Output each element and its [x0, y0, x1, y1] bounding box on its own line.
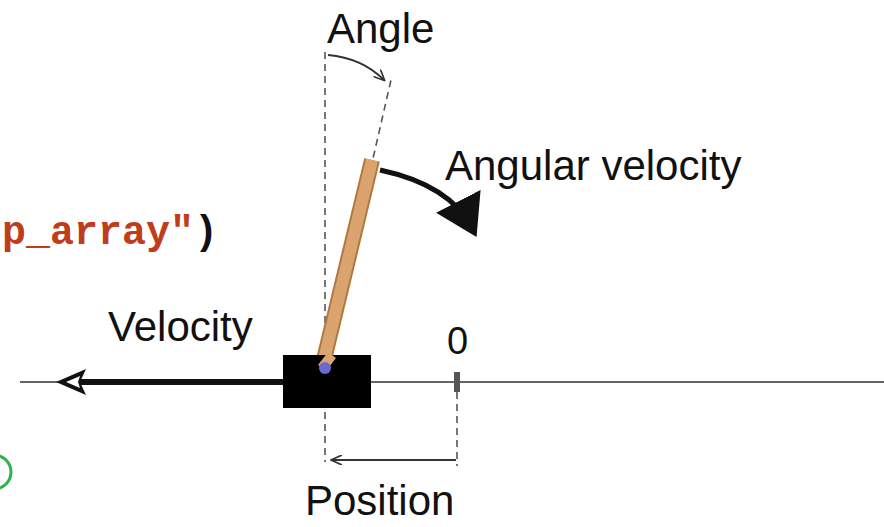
zero-tick	[454, 372, 460, 392]
code-fragment-text: )	[194, 211, 218, 256]
pivot-joint	[319, 362, 331, 374]
velocity-label: Velocity	[108, 306, 253, 348]
angular-velocity-label: Angular velocity	[445, 145, 741, 187]
code-fragment: p_array"	[2, 214, 194, 254]
angular-velocity-label-text: Angular velocity	[445, 142, 741, 189]
position-label-text: Position	[305, 477, 454, 524]
pole-fill	[322, 160, 372, 368]
velocity-arrowhead-inner	[66, 376, 80, 388]
zero-label-text: 0	[447, 320, 468, 362]
pole	[322, 160, 372, 368]
cart	[283, 355, 371, 408]
angle-label-text: Angle	[327, 5, 434, 52]
zero-label: 0	[447, 322, 468, 360]
position-label: Position	[305, 480, 454, 522]
velocity-arrowhead	[56, 369, 86, 395]
code-fragment-text: p_array"	[2, 211, 194, 256]
code-fragment: )	[194, 214, 218, 254]
position-arrow	[332, 459, 456, 461]
velocity-arrow-shaft	[76, 379, 283, 385]
angle-arc	[328, 55, 384, 80]
code-marker-circle	[0, 455, 11, 489]
zero-reference	[456, 392, 458, 466]
angle-label: Angle	[327, 8, 434, 50]
velocity-label-text: Velocity	[108, 303, 253, 350]
track-line	[20, 381, 884, 383]
